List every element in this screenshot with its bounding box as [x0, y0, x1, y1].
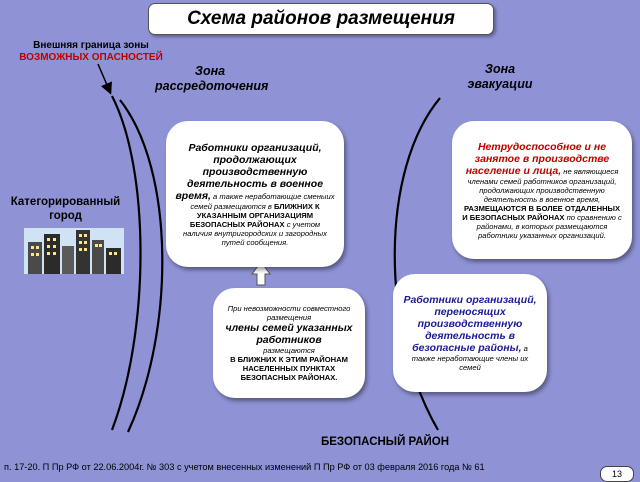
city-line2: город [49, 210, 82, 222]
card-family-members: При невозможности совместного размещения… [213, 288, 365, 398]
card-family-bold2: В БЛИЖНИХ К ЭТИМ РАЙОНАМ НАСЕЛЕННЫХ ПУНК… [230, 355, 348, 382]
page-title: Схема районов размещения [148, 3, 494, 35]
card-nonworking-italic2: по сравнению с районами, в которых разме… [476, 212, 622, 240]
city-label: Категорированный город [8, 195, 123, 223]
card-nonworking-italic1: не являющиеся членами семей работников о… [467, 166, 619, 204]
zone-dispersal-label: Зона рассредоточения [155, 64, 269, 94]
card-family-bold: члены семей указанных работников [225, 322, 353, 346]
card-nonworking-bold2: РАЗМЕЩАЮТСЯ В БОЛЕЕ ОТДАЛЕННЫХ И БЕЗОПАС… [462, 203, 621, 222]
safe-area-label: БЕЗОПАСНЫЙ РАЙОН [320, 436, 450, 448]
card-nonworking-bold: Нетрудоспособное и не занятое в производ… [465, 140, 610, 177]
card-workers-wartime-italic1: а также неработающие сменыих семей разме… [190, 191, 335, 211]
dispersal-zone-arc [119, 99, 164, 433]
card-workers-wartime-italic2: с учетом наличия внутригородских и загор… [183, 219, 327, 247]
card-relocating-italic1: а также неработающие члены их семей [411, 344, 529, 372]
card-relocating-bold: Работники организаций, переносящих произ… [403, 294, 537, 354]
boundary-pointer-arrow [97, 63, 112, 95]
city-line1: Категорированный [10, 196, 121, 208]
outer-boundary-label: Внешняя граница зоны ВОЗМОЖНЫХ ОПАСНОСТЕ… [6, 40, 176, 64]
card-workers-wartime: Работники организаций, продолжающих прои… [166, 121, 344, 267]
outer-boundary-arc [110, 95, 142, 431]
zone-dispersal-line1: Зона [194, 64, 226, 78]
card-family-italic2: размещаются [263, 346, 315, 355]
zone-evacuation-label: Зона эвакуации [455, 62, 545, 92]
card-relocating-workers: Работники организаций, переносящих произ… [393, 274, 547, 392]
city-buildings-icon [24, 228, 124, 274]
card-workers-wartime-bold2: БЛИЖНИХ К УКАЗАННЫМ ОРГАНИЗАЦИЯМ БЕЗОПАС… [189, 201, 320, 229]
zone-dispersal-line2: рассредоточения [155, 79, 269, 93]
footer-reference: п. 17-20. П Пр РФ от 22.06.2004г. № 303 … [4, 462, 485, 472]
outer-boundary-line2: ВОЗМОЖНЫХ ОПАСНОСТЕЙ [19, 52, 163, 63]
card-workers-wartime-bold: Работники организаций, продолжающих прои… [175, 141, 324, 202]
card-nonworking-population: Нетрудоспособное и не занятое в производ… [452, 121, 632, 259]
zone-evacuation-line2: эвакуации [467, 77, 533, 91]
card-family-italic1: При невозможности совместного размещения [227, 304, 351, 322]
outer-boundary-line1: Внешняя граница зоны [33, 40, 149, 51]
zone-evacuation-line1: Зона [484, 62, 516, 76]
